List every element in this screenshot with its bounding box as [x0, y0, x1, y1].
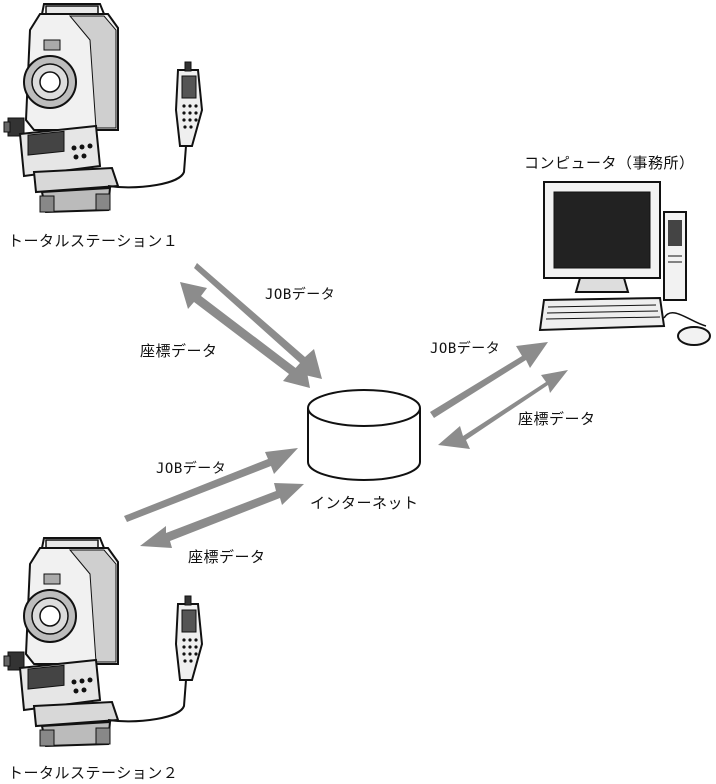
- station2-coord-label: 座標データ: [188, 548, 266, 566]
- station1-label: トータルステーション１: [8, 232, 179, 250]
- computer-coord-label: 座標データ: [518, 410, 596, 428]
- arrow-computer-coord: [438, 370, 568, 449]
- arrow-station2-coord: [140, 483, 304, 548]
- arrow-computer-job: [430, 342, 548, 418]
- computer-label: コンピュータ（事務所）: [524, 154, 695, 172]
- arrow-station1-coord: [180, 282, 310, 388]
- internet-label: インターネット: [310, 494, 419, 512]
- station2-label: トータルステーション２: [8, 764, 179, 782]
- computer-job-label: JOBデータ: [430, 341, 501, 357]
- station1-coord-label: 座標データ: [140, 342, 218, 360]
- internet-cylinder: [307, 389, 421, 481]
- total-station-2-illustration: [3, 537, 203, 747]
- computer-illustration: [538, 181, 711, 346]
- total-station-1-illustration: [3, 3, 203, 213]
- arrow-station2-job: [124, 448, 298, 522]
- station1-job-label: JOBデータ: [265, 287, 336, 303]
- station2-job-label: JOBデータ: [156, 461, 227, 477]
- arrow-station1-job: [194, 263, 322, 379]
